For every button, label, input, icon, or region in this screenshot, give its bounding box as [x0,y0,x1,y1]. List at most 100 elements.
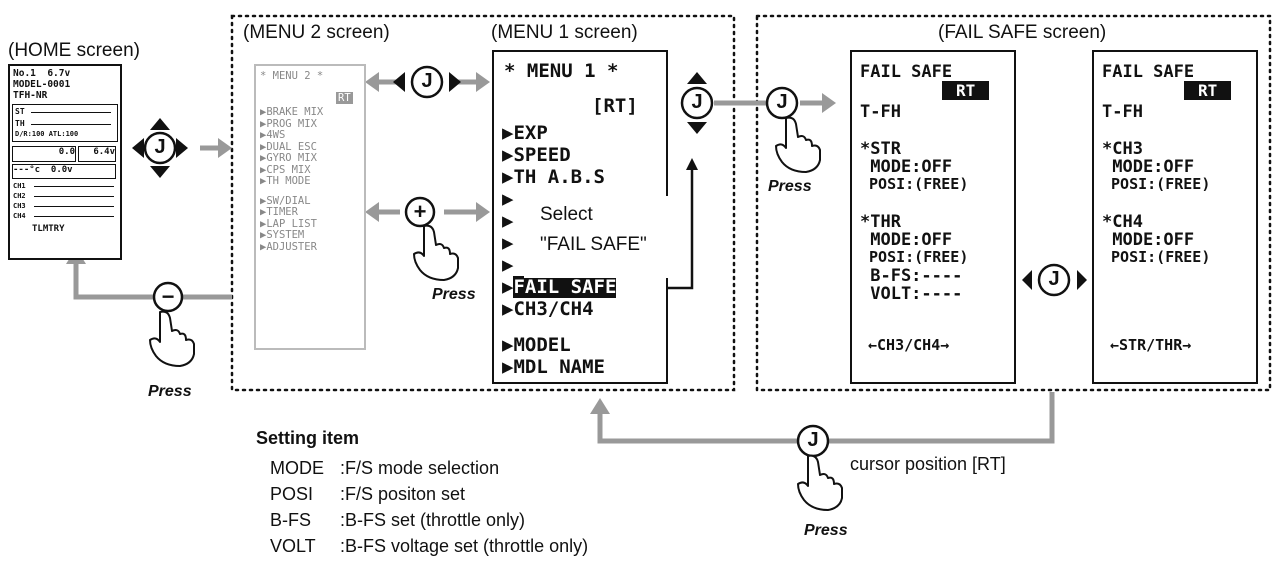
home-line: ST [15,107,25,116]
fs-footer: ←CH3/CH4→ [868,336,950,354]
legend-key: MODE [270,458,324,478]
menu2-item[interactable]: ▶LAP LIST [260,217,317,230]
menu1-item-th-abs[interactable]: ▶TH A.B.S [502,166,605,188]
legend-key: POSI [270,484,314,504]
menu2-item[interactable]: ▶4WS [260,129,286,141]
fs-volt-field[interactable]: VOLT:---- [860,284,963,304]
menu1-tag: [RT] [592,95,638,117]
minus-button-icon [152,281,184,313]
j-button-fs-icon [1037,263,1071,297]
fs-mode-field[interactable]: MODE:OFF [860,157,953,177]
menu2-item[interactable]: ▶CPS MIX [260,163,311,176]
press-label: Press [768,178,812,195]
menu1-item-partial: ▶ [502,254,514,276]
menu2-item[interactable]: ▶BRAKE MIX [260,106,324,118]
j-button-label: J [1048,268,1060,290]
menu1-title: * MENU 1 * [504,60,619,82]
fs-posi-field[interactable]: POSI:(FREE) [860,248,969,266]
temp-box: ---°c 0.0v [12,164,116,179]
callout-line: Select [540,204,593,225]
arrow-left-icon [1022,270,1032,290]
hand-press-icon [775,116,821,173]
fs-section: *CH3 [1102,139,1143,159]
home-heading: (HOME screen) [8,40,140,61]
menu1-item-partial: ▶ [502,210,514,232]
home-screen: No.1 6.7v MODEL-0001 TFH-NR ST TH D/R:10… [8,64,122,260]
fs-mode-field[interactable]: MODE:OFF [860,230,953,250]
j-button-label: J [776,91,788,113]
fs-mode-field[interactable]: MODE:OFF [1102,230,1195,250]
fs-posi-field[interactable]: POSI:(FREE) [1102,175,1211,193]
menu1-item-speed[interactable]: ▶SPEED [502,144,571,166]
failsafe-screen-ch3-ch4: FAIL SAFE RT T-FH *CH3 MODE:OFF POSI:(FR… [1092,50,1258,384]
home-line: TLMTRY [32,224,65,234]
home-line: TFH-NR [13,90,48,101]
arrow-up-icon [590,398,610,414]
fs-mode-field[interactable]: MODE:OFF [1102,157,1195,177]
hand-press-icon [797,454,843,511]
j-lr-menu [393,72,461,92]
menu2-item[interactable]: ▶DUAL ESC [260,140,317,153]
menu1-heading: (MENU 1 screen) [491,22,638,43]
select-callout: Select "FAIL SAFE" [524,196,684,278]
arrow-right-icon [476,202,490,222]
menu1-item-fail-safe[interactable]: ▶FAIL SAFE [502,276,617,298]
fs-tag[interactable]: RT [1184,81,1232,100]
fs-posi-field[interactable]: POSI:(FREE) [860,175,969,193]
voltage-box: 6.4v [78,146,116,162]
timer-box: 0.0 [12,146,76,162]
menu1-item-mdl-name[interactable]: ▶MDL NAME [502,356,605,378]
failsafe-frame-dotted [755,14,1272,392]
fs-section: *CH4 [1102,212,1143,232]
menu2-item[interactable]: ▶SYSTEM [260,229,305,241]
arrow-left-icon [365,202,379,222]
home-line: TH [15,119,25,128]
hand-press-icon [149,310,195,367]
legend-desc: :F/S positon set [340,484,466,504]
j-button-menu1-icon [680,86,714,120]
press-label: Press [804,522,848,539]
arrow-right-icon [218,138,232,158]
home-line: CH1 [13,182,26,190]
legend-desc: :B-FS voltage set (throttle only) [340,536,589,556]
fs-title: FAIL SAFE [860,62,953,82]
trim-box: ST TH D/R:100 ATL:100 [12,104,118,142]
menu2-item[interactable]: ▶ADJUSTER [260,240,317,253]
menu1-item-model[interactable]: ▶MODEL [502,334,571,356]
plus-button-icon [404,196,436,228]
menu2-item[interactable]: ▶TH MODE [260,175,311,187]
menu2-item[interactable]: ▶TIMER [260,206,298,218]
fs-model: T-FH [1102,102,1143,122]
legend-key: VOLT [270,536,316,556]
fs-tag[interactable]: RT [942,81,990,100]
legend-desc: :B-FS set (throttle only) [340,510,526,530]
menu2-tag: RT [336,92,353,104]
fs-posi-field[interactable]: POSI:(FREE) [1102,248,1211,266]
home-line: D/R:100 ATL:100 [15,130,79,138]
menu2-title: * MENU 2 * [260,70,324,82]
menu2-item[interactable]: ▶GYRO MIX [260,152,317,164]
legend-key: B-FS [270,510,312,530]
failsafe-heading: (FAIL SAFE screen) [938,22,1107,43]
menu2-item[interactable]: ▶SW/DIAL [260,194,311,207]
callout-line: "FAIL SAFE" [540,234,647,255]
j-button-menu-icon [410,65,444,99]
arrow-right-icon [1077,270,1087,290]
home-line: No.1 6.7v [13,68,71,79]
menu2-item[interactable]: ▶PROG MIX [260,117,317,130]
minus-button-label: − [161,284,175,309]
press-label: Press [148,383,192,400]
fs-section: *THR [860,212,901,232]
fs-footer: ←STR/THR→ [1110,336,1192,354]
j-button-label: J [154,136,166,158]
home-line: CH3 [13,202,26,210]
menu1-item-ch3ch4[interactable]: ▶CH3/CH4 [502,298,594,320]
fs-bfs-field[interactable]: B-FS:---- [860,266,963,286]
cursor-note: cursor position [RT] [850,454,1006,474]
home-line: MODEL-0001 [13,79,71,90]
j-button-home-icon [143,131,177,165]
arrow-left-icon [365,72,379,92]
menu1-item-exp[interactable]: ▶EXP [502,122,548,144]
